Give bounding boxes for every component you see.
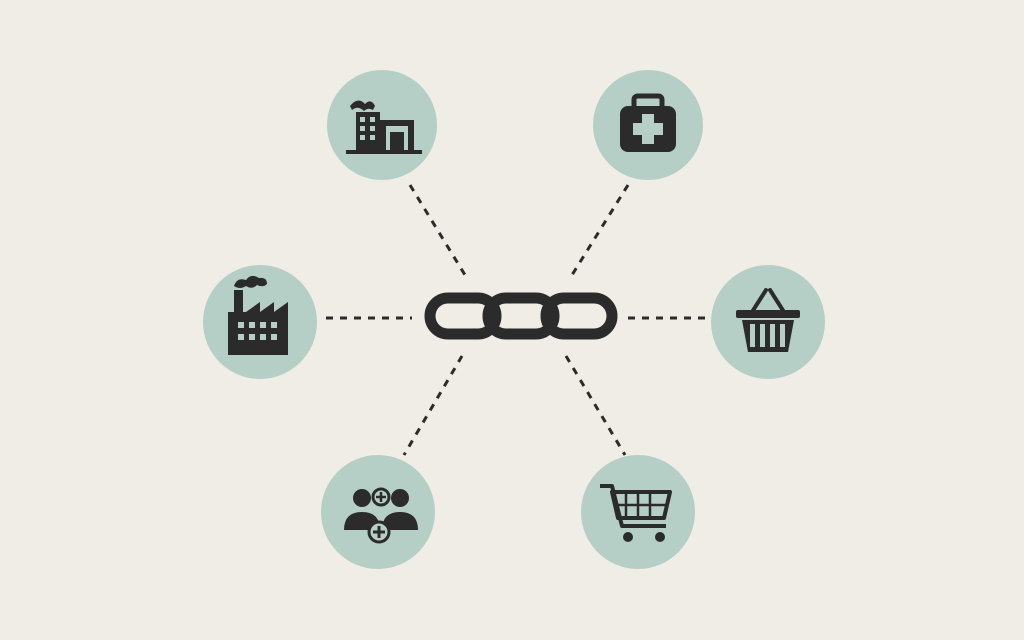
shopping-basket-icon	[736, 288, 800, 352]
connectors	[326, 184, 706, 456]
connector-office-building	[408, 184, 467, 276]
factory-icon	[228, 275, 288, 355]
node-patients	[321, 455, 435, 569]
chain-link-icon	[424, 292, 618, 340]
shopping-cart-icon	[600, 484, 672, 542]
patients-plus-icon	[344, 487, 418, 544]
connector-patients	[402, 355, 464, 456]
medical-kit-icon	[620, 93, 676, 152]
connector-medical-kit	[570, 184, 630, 276]
office-building-icon	[346, 100, 422, 154]
connector-shopping-cart	[564, 355, 627, 456]
node-circles	[203, 70, 825, 569]
